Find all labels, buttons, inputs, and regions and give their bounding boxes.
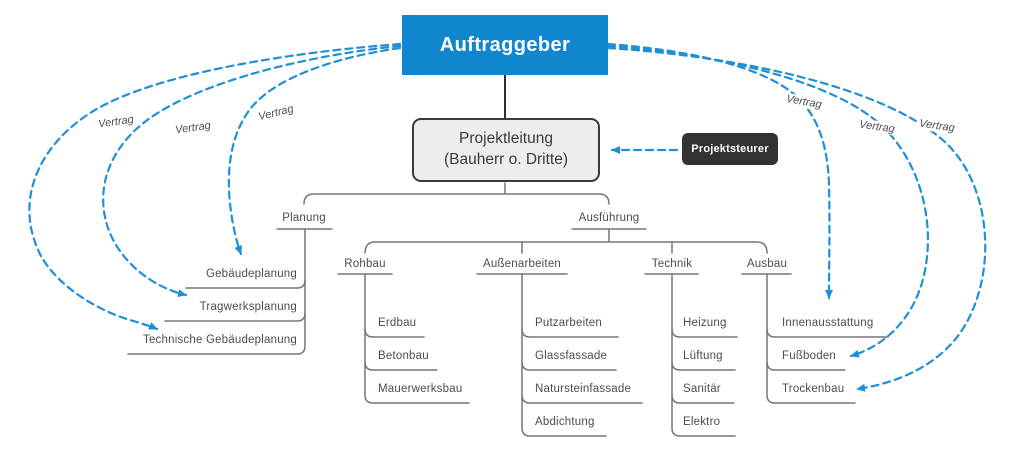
vertrag-arrow-tragwerksplanung [102, 44, 402, 298]
tree-leaf-sanitaer: Sanitär [683, 383, 721, 395]
tree-leaf-putzarbeiten: Putzarbeiten [535, 317, 602, 329]
tree-leaf-trockenbau: Trockenbau [782, 383, 845, 395]
vertrag-arrow-fussboden [606, 44, 930, 358]
vertrag-arrow-technische-gebaeudeplanung [28, 42, 402, 331]
tree-leaf-innenausstattung: Innenausstattung [782, 317, 874, 329]
tree-node-rohbau: Rohbau [344, 258, 386, 270]
tree-node-planung: Planung [282, 212, 326, 224]
tree-leaf-elektro: Elektro [683, 416, 721, 428]
tree-node-technik: Technik [651, 258, 693, 270]
tree-leaf-mauerwerksbau: Mauerwerksbau [378, 383, 463, 395]
projektsteuerer-box: Projektsteurer [682, 133, 778, 165]
projektleitung-line2: (Bauherr o. Dritte) [443, 151, 569, 168]
tree-leaf-technische-gebaeudeplanung: Technische Gebäudeplanung [143, 334, 297, 346]
vertrag-arrow-gebaeudeplanung [227, 46, 402, 256]
tree-node-ausfuehrung: Ausführung [578, 212, 640, 224]
tree-leaf-glassfassade: Glassfassade [535, 350, 608, 362]
projektleitung-box: Projektleitung (Bauherr o. Dritte) [412, 118, 600, 182]
tree-leaf-lueftung: Lüftung [683, 350, 723, 362]
tree-leaf-heizung: Heizung [683, 317, 727, 329]
tree-leaf-natursteinfassade: Natursteinfassade [535, 383, 632, 395]
tree-leaf-abdichtung: Abdichtung [535, 416, 595, 428]
tree-leaf-fussboden: Fußboden [782, 350, 837, 362]
tree-leaf-erdbau: Erdbau [378, 317, 417, 329]
tree-leaf-tragwerksplanung: Tragwerksplanung [199, 301, 297, 313]
contract-arrows [28, 42, 987, 392]
tree-leaf-gebaeudeplanung: Gebäudeplanung [205, 268, 297, 280]
vertrag-arrow-trockenbau [606, 46, 987, 392]
tree-node-aussenarbeiten: Außenarbeiten [482, 258, 562, 270]
vertrag-arrow-innenausstattung [606, 42, 834, 300]
tree-lines [127, 182, 889, 437]
auftraggeber-box: Auftraggeber [402, 15, 608, 75]
projektleitung-line1: Projektleitung [459, 130, 553, 148]
tree-leaf-betonbau: Betonbau [378, 350, 429, 362]
tree-node-ausbau: Ausbau [746, 258, 788, 270]
